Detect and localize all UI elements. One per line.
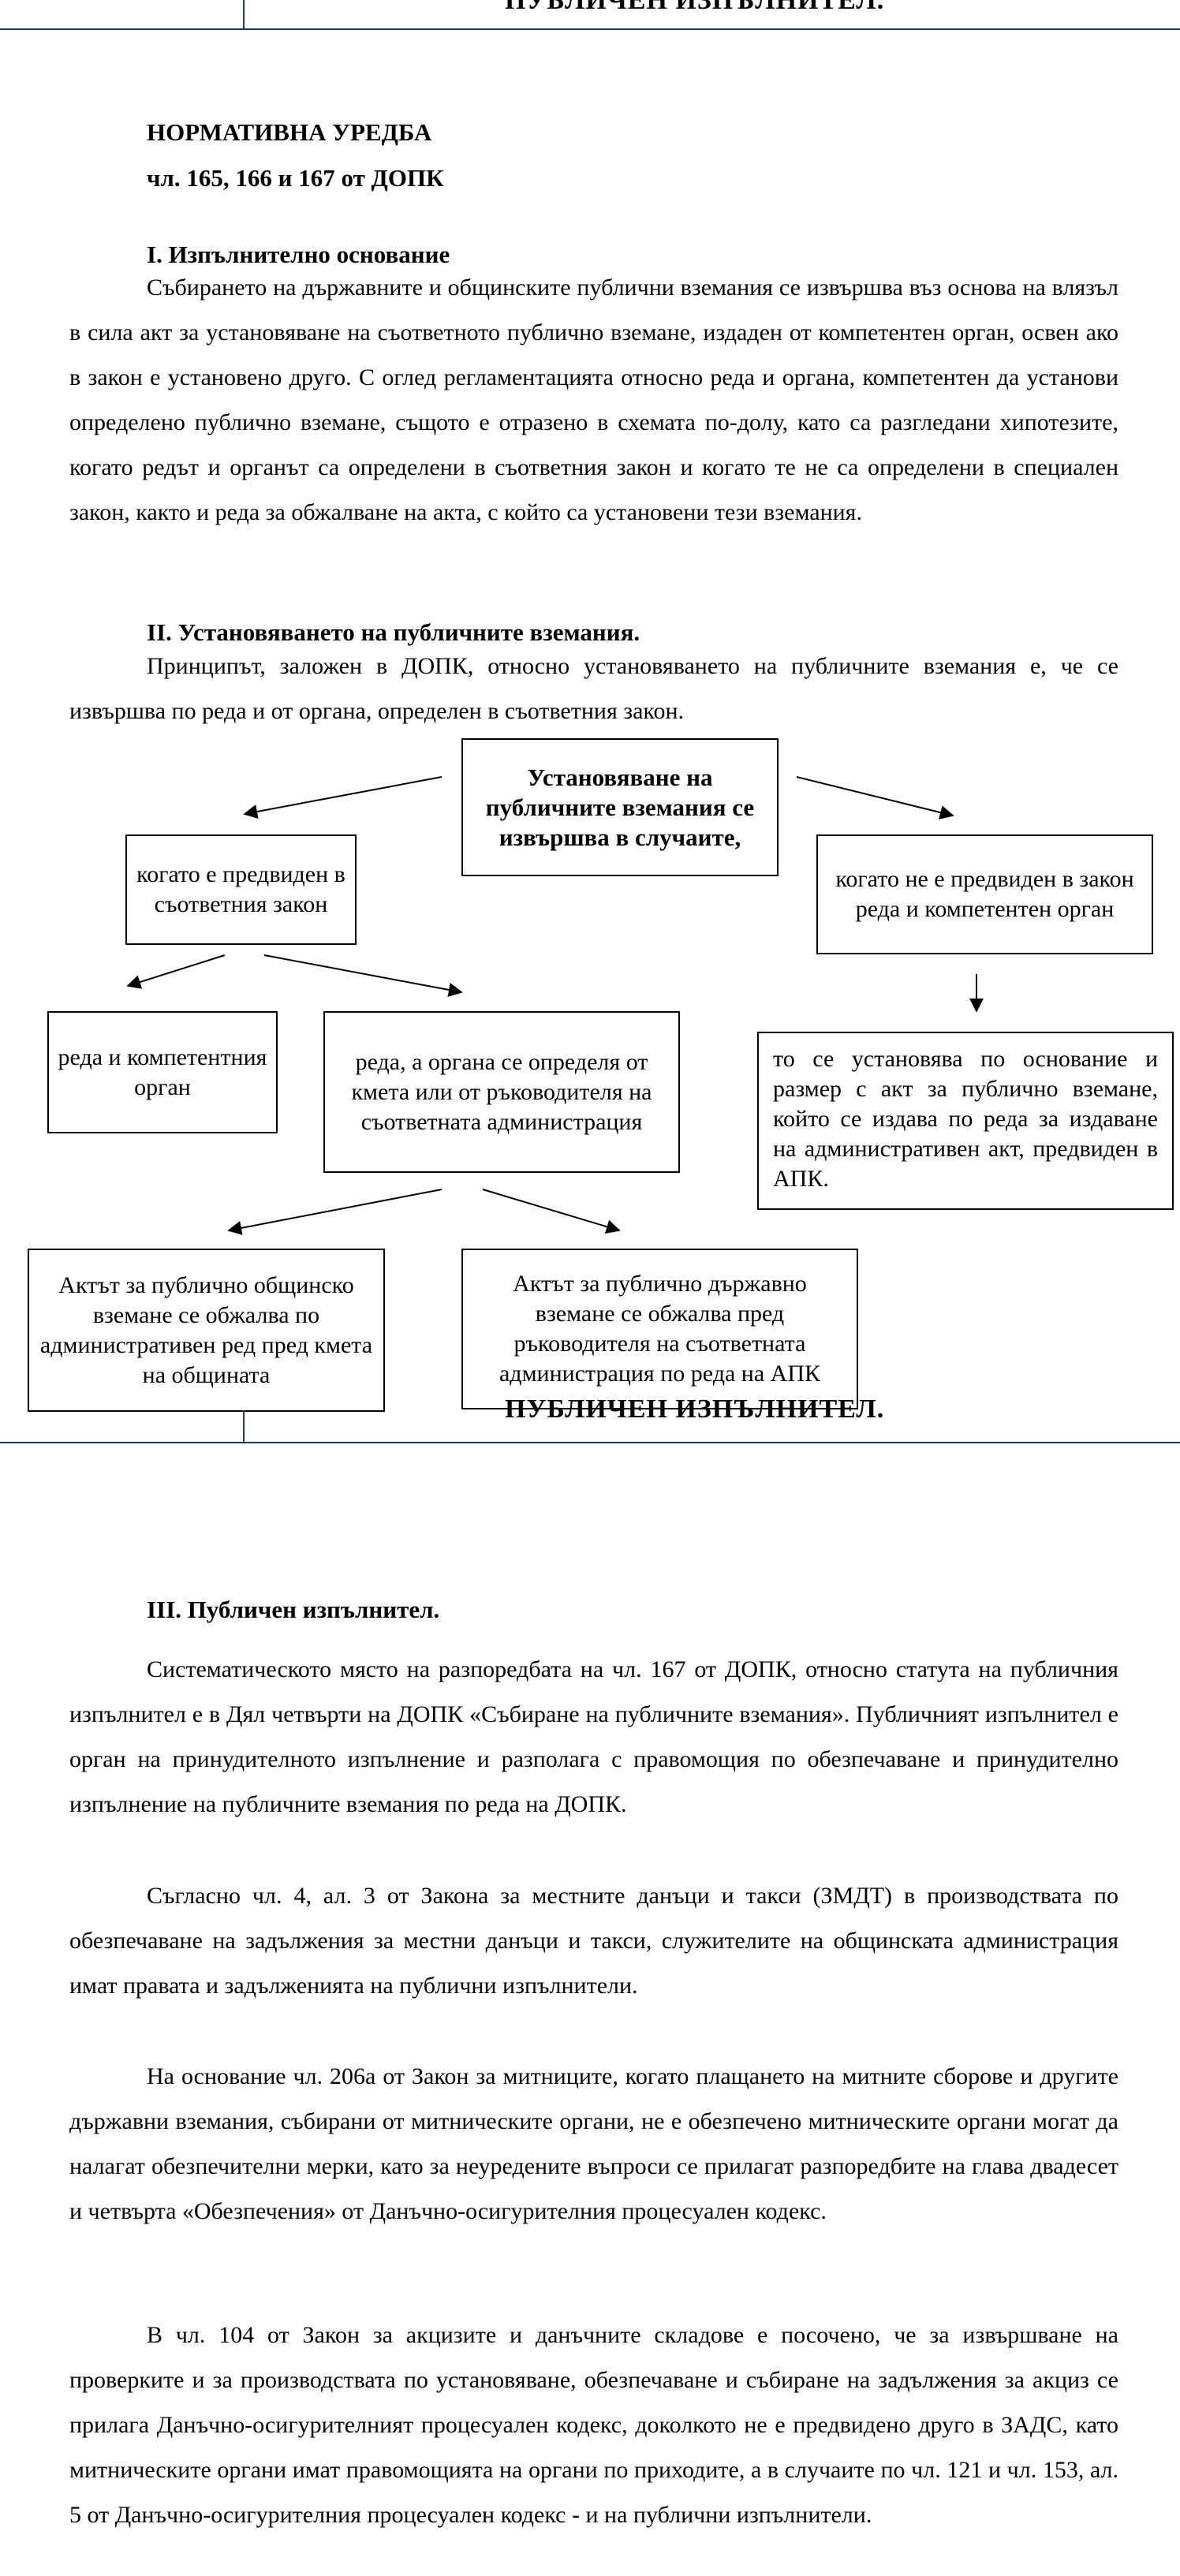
diagram-root-box: Установяване на публичните вземания се и…	[461, 738, 779, 876]
diagram-arrows	[126, 776, 984, 1235]
arrow	[796, 776, 954, 819]
diagram-order-mayor-box: реда, а органа се определя от кмета или …	[323, 1011, 680, 1173]
diagram-left-box: когато е предвиден в съответния закон	[125, 834, 357, 945]
header-tick	[243, 1410, 245, 1443]
section-title: II. Установяването на публичните вземани…	[147, 618, 640, 646]
paragraph: Съгласно чл. 4, ал. 3 от Закона за местн…	[69, 1883, 1118, 1999]
paragraph: Систематическото място на разпоредбата н…	[69, 1656, 1118, 1817]
diagram-order-organ-box: реда и компетентния орган	[47, 1011, 278, 1133]
paragraph: Събирането на държавните и общинските пу…	[69, 274, 1118, 525]
diagram-right-result-box: то се установява по основание и размер с…	[757, 1032, 1174, 1210]
arrow	[482, 1189, 621, 1234]
page-heading: НОРМАТИВНА УРЕДБА	[147, 118, 432, 146]
diagram-appeal-state-box: Актът за публично държавно вземане се об…	[461, 1249, 858, 1409]
header-tick	[243, 0, 245, 28]
running-header: ПУБЛИЧЕН ИЗПЪЛНИТЕЛ.	[505, 0, 884, 14]
section-title: I. Изпълнително основание	[147, 241, 450, 268]
running-header: ПУБЛИЧЕН ИЗПЪЛНИТЕЛ.	[505, 1394, 885, 1424]
diagram-appeal-municipal-box: Актът за публично общинско вземане се об…	[28, 1249, 385, 1412]
arrow	[243, 776, 442, 819]
paragraph: На основание чл. 206а от Закон за митниц…	[69, 2063, 1118, 2224]
header-rule	[0, 1442, 1180, 1443]
header-rule	[0, 28, 1180, 30]
paragraph: Принципът, заложен в ДОПК, относно устан…	[69, 653, 1118, 724]
paragraph: В чл. 104 от Закон за акцизите и данъчни…	[69, 2322, 1118, 2528]
arrow	[227, 1189, 442, 1235]
diagram-right-box: когато не е предвиден в закон реда и ком…	[816, 834, 1153, 954]
arrow	[126, 954, 226, 989]
arrow	[263, 954, 463, 997]
section-title: III. Публичен изпълнител.	[147, 1596, 440, 1623]
page-subheading: чл. 165, 166 и 167 от ДОПК	[147, 164, 444, 192]
